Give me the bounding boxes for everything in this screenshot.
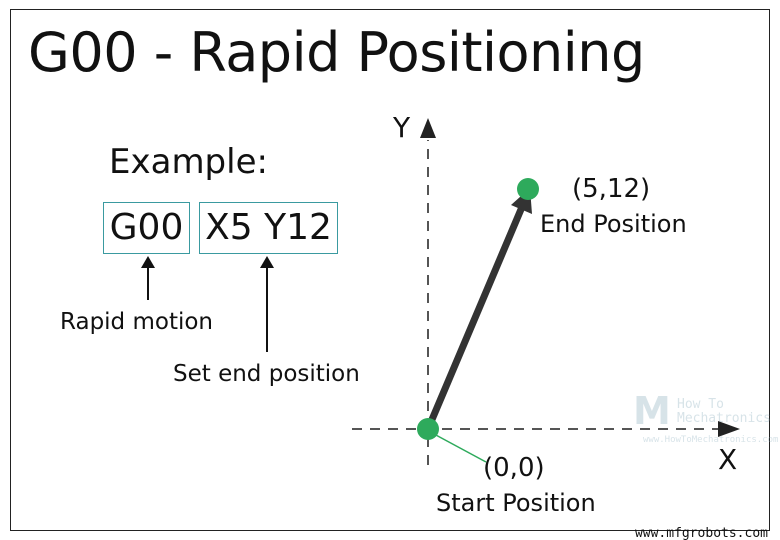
watermark-name-line2: Mechatronics: [677, 411, 771, 427]
y-axis-arrowhead: [420, 118, 436, 138]
watermark-name-line1: How To: [677, 397, 724, 412]
rapid-motion-arrowhead: [141, 256, 155, 268]
coordinates-code-box: X5 Y12: [199, 202, 338, 254]
x-axis-arrowhead: [718, 421, 740, 437]
end-position-label: End Position: [540, 210, 687, 238]
set-end-position-arrowhead: [260, 256, 274, 268]
site-credit: www.mfgrobots.com: [634, 526, 768, 540]
watermark-logo: M: [633, 389, 671, 433]
howtomechatronics-watermark: M How To Mechatronics www.HowToMechatron…: [633, 389, 778, 450]
set-end-position-note: Set end position: [173, 361, 360, 387]
x-axis-label: X: [718, 443, 738, 476]
start-position-coordinates: (0,0): [483, 453, 545, 483]
end-position-coordinates: (5,12): [572, 174, 651, 204]
rapid-motion-path: [424, 205, 526, 431]
start-position-label: Start Position: [436, 489, 596, 517]
rapid-motion-note: Rapid motion: [60, 309, 214, 335]
command-code-box: G00: [103, 202, 190, 254]
diagram-frame: [10, 9, 770, 531]
watermark-name: How To Mechatronics: [677, 397, 771, 427]
diagram-title: G00 - Rapid Positioning: [28, 21, 645, 84]
start-position-point: [417, 418, 439, 440]
watermark-url: www.HowToMechatronics.com: [643, 435, 779, 445]
end-position-point: [517, 178, 539, 200]
example-label: Example:: [109, 142, 268, 182]
y-axis-label: Y: [393, 111, 411, 144]
start-position-leader: [433, 433, 487, 463]
